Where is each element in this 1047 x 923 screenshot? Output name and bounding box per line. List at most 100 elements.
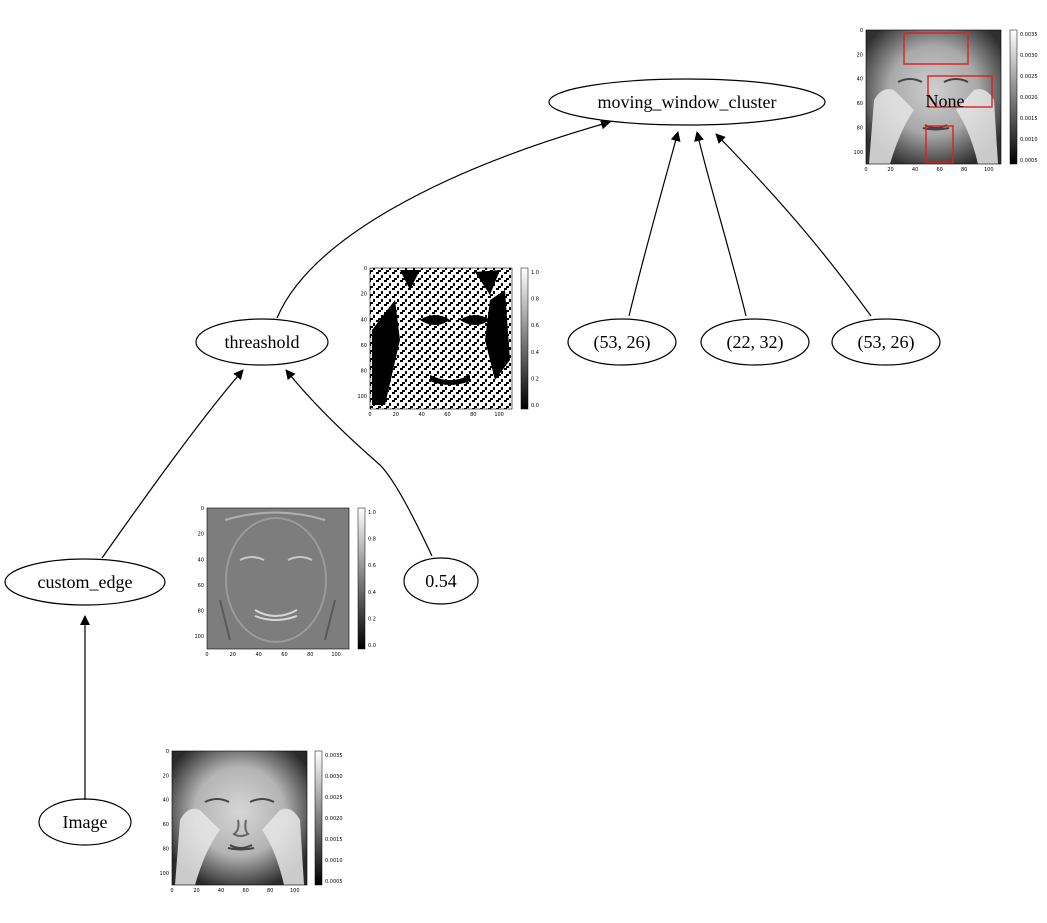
cluster-plot-colorbar-tick: 0.0035 <box>1020 32 1038 38</box>
edge-plot-ytick: 60 <box>198 583 204 589</box>
threshold-plot-colorbar-tick: 0.0 <box>531 403 539 409</box>
threshold-plot-ytick: 80 <box>361 369 367 375</box>
cluster-plot-hands <box>869 89 998 164</box>
cluster-plot-xtick: 20 <box>887 167 893 173</box>
cluster-plot-xtick: 100 <box>984 167 994 173</box>
threshold-plot-ytick: 40 <box>361 317 367 323</box>
edge-plot-xtick: 20 <box>230 652 236 658</box>
node-cluster <box>548 78 826 126</box>
edge-custom-edge-to-threshold <box>101 369 244 559</box>
node-image <box>38 798 132 846</box>
edge-threshold-value-to-threshold <box>285 369 433 557</box>
threshold-plot-xtick: 60 <box>444 412 450 418</box>
cluster-plot-colorbar-tick: 0.0015 <box>1020 116 1038 122</box>
threshold-plot-colorbar-tick: 1.0 <box>531 270 539 276</box>
node-cluster-label: moving_window_cluster <box>598 92 777 112</box>
node-threshold-value-label: 0.54 <box>425 571 457 591</box>
edge-plot-colorbar-tick: 0.8 <box>368 537 376 543</box>
threshold-plot <box>369 267 529 410</box>
node-param-3-label: (53, 26) <box>858 332 915 353</box>
edge-plot-ytick: 100 <box>194 634 204 640</box>
image-plot-xtick: 80 <box>267 888 273 894</box>
image-plot-xtick: 0 <box>170 888 173 894</box>
cluster-plot-colorbar-tick: 0.0020 <box>1020 95 1038 101</box>
node-threshold-label: threashold <box>225 332 300 352</box>
image-plot-xtick: 40 <box>218 888 224 894</box>
edge-plot-xtick: 80 <box>307 652 313 658</box>
edge-plot-colorbar-tick: 1.0 <box>368 510 376 516</box>
cluster-plot-xtick: 40 <box>912 167 918 173</box>
image-plot <box>171 750 323 886</box>
cluster-plot-xtick: 60 <box>936 167 942 173</box>
edge-plot-colorbar <box>357 507 366 650</box>
threshold-plot-xtick: 100 <box>494 412 504 418</box>
cluster-plot-ytick: 100 <box>853 150 863 156</box>
image-plot-colorbar-tick: 0.0005 <box>325 879 343 885</box>
edge-plot-ytick: 20 <box>198 532 204 538</box>
cluster-output-label: None <box>926 91 965 111</box>
cluster-plot-boxes <box>903 32 993 164</box>
edge-plot-colorbar-tick: 0.0 <box>368 643 376 649</box>
image-plot-colorbar-tick: 0.0035 <box>325 753 343 759</box>
edge-plot-ytick: 0 <box>201 506 204 512</box>
node-param-1 <box>567 318 677 366</box>
edge-plot-xtick: 40 <box>255 652 261 658</box>
threshold-plot-xtick: 80 <box>470 412 476 418</box>
cluster-box-3 <box>925 125 954 164</box>
edge-plot-colorbar-tick: 0.2 <box>368 616 376 622</box>
cluster-plot-colorbar-tick: 0.0010 <box>1020 137 1038 143</box>
cluster-plot-ytick: 40 <box>857 77 863 83</box>
edge-plot-colorbar-tick: 0.6 <box>368 563 376 569</box>
edge-plot-xtick: 60 <box>281 652 287 658</box>
node-custom-edge <box>4 558 166 606</box>
cluster-plot-ytick: 20 <box>857 52 863 58</box>
edge-param1-to-cluster <box>628 131 681 317</box>
cluster-box-1 <box>903 32 969 65</box>
cluster-plot-colorbar-tick: 0.0005 <box>1020 158 1038 164</box>
node-param-2 <box>700 318 810 366</box>
threshold-plot-colorbar-tick: 0.6 <box>531 323 539 329</box>
image-plot-ytick: 80 <box>163 846 169 852</box>
threshold-plot-xtick: 20 <box>393 412 399 418</box>
threshold-plot-colorbar-tick: 0.8 <box>531 297 539 303</box>
edge-plot-features <box>219 511 336 643</box>
cluster-plot-ytick: 60 <box>857 101 863 107</box>
node-image-label: Image <box>63 812 108 832</box>
image-plot-colorbar-tick: 0.0010 <box>325 858 343 864</box>
cluster-plot-xtick: 0 <box>864 167 867 173</box>
threshold-plot-ytick: 100 <box>357 394 367 400</box>
edge-plot-xtick: 0 <box>205 652 208 658</box>
image-plot-colorbar-tick: 0.0030 <box>325 774 343 780</box>
edge-plot-ytick: 40 <box>198 557 204 563</box>
cluster-box-2 <box>927 75 993 108</box>
edge-plot <box>206 507 366 650</box>
edge-param3-to-cluster <box>715 133 872 317</box>
threshold-plot-ytick: 60 <box>361 343 367 349</box>
image-plot-ytick: 0 <box>166 749 169 755</box>
image-plot-features <box>204 798 275 851</box>
image-plot-colorbar <box>314 750 323 886</box>
image-plot-colorbar-tick: 0.0015 <box>325 837 343 843</box>
cluster-plot-ytick: 0 <box>860 28 863 34</box>
image-plot-xtick: 60 <box>242 888 248 894</box>
cluster-plot-xtick: 80 <box>961 167 967 173</box>
threshold-plot-xtick: 40 <box>418 412 424 418</box>
image-plot-ytick: 100 <box>159 871 169 877</box>
node-param-3 <box>831 318 941 366</box>
threshold-plot-ytick: 0 <box>364 266 367 272</box>
image-plot-hands <box>175 808 304 885</box>
cluster-plot: None <box>865 29 1018 165</box>
threshold-plot-colorbar-tick: 0.2 <box>531 376 539 382</box>
edge-plot-colorbar-tick: 0.4 <box>368 590 376 596</box>
image-plot-colorbar-tick: 0.0025 <box>325 795 343 801</box>
node-threshold-value <box>403 557 479 605</box>
threshold-plot-colorbar-tick: 0.4 <box>531 350 539 356</box>
edge-threshold-to-cluster <box>276 119 611 319</box>
image-plot-colorbar-tick: 0.0020 <box>325 816 343 822</box>
cluster-plot-ytick: 80 <box>857 125 863 131</box>
threshold-plot-colorbar <box>520 267 529 410</box>
image-plot-xtick: 100 <box>290 888 300 894</box>
